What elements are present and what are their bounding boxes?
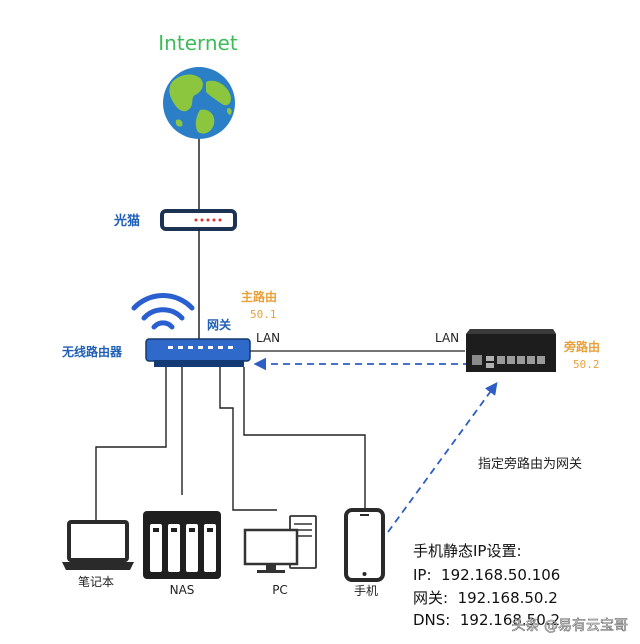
internet-label: Internet (158, 31, 238, 55)
gateway-label: 网关 (207, 317, 231, 332)
main-router-port-label: LAN (256, 331, 280, 345)
side-router-icon (466, 329, 556, 372)
side-router-ip: 50.2 (573, 358, 600, 371)
main-router-ip: 50.1 (250, 308, 277, 321)
gateway-note: 指定旁路由为网关 (478, 456, 582, 472)
phone-settings-ip: IP: 192.168.50.106 (413, 566, 560, 584)
nas-label: NAS (170, 583, 195, 597)
phone-label: 手机 (354, 584, 378, 598)
laptop-icon (62, 520, 134, 570)
pc-icon (243, 515, 317, 573)
phone-settings-dns: DNS: 192.168.50.2 (413, 611, 560, 629)
phone-settings-title: 手机静态IP设置: (413, 542, 522, 560)
side-router-port-label: LAN (435, 331, 459, 345)
watermark: 头条 @易有云宝哥 (512, 617, 628, 634)
device-links (95, 367, 366, 522)
globe-icon (163, 67, 235, 139)
side-router-label: 旁路由 (563, 339, 600, 354)
main-router-label: 主路由 (241, 289, 277, 304)
wireless-router-label: 无线路由器 (61, 344, 123, 359)
wireless-router-icon (145, 338, 251, 367)
phone-settings-gateway: 网关: 192.168.50.2 (413, 589, 558, 607)
modem-label: 光猫 (113, 213, 140, 229)
phone-gateway-arrow (387, 381, 498, 533)
phone-icon (344, 508, 385, 582)
laptop-label: 笔记本 (78, 574, 114, 589)
modem-icon (160, 209, 237, 231)
wifi-icon (131, 293, 195, 330)
pc-label: PC (272, 583, 288, 597)
nas-icon (143, 511, 221, 579)
